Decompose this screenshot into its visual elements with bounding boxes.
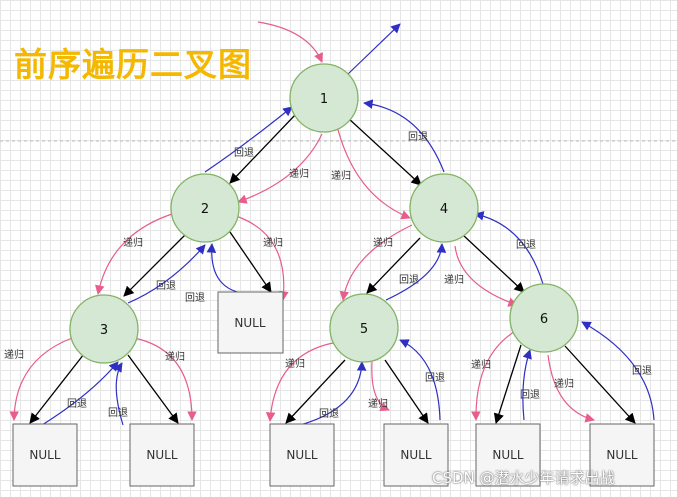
- null-box-6-right: NULL: [589, 423, 655, 487]
- null-label: NULL: [400, 448, 431, 462]
- backtrack-arrow-5-4: [385, 243, 447, 301]
- edge-2-3: [123, 233, 187, 297]
- recursion-arrow-6-null-right: [547, 354, 595, 423]
- null-box-5-right: NULL: [383, 423, 449, 487]
- recursion-arrow-5-null-left: [265, 342, 334, 422]
- recursion-arrows: [9, 125, 595, 423]
- recursion-label: 递归: [4, 348, 24, 361]
- backtrack-arrow-null-5-left: [299, 361, 367, 426]
- backtrack-label: 回退: [520, 389, 540, 401]
- node-label-6: 6: [540, 312, 548, 327]
- edge-1-4: [347, 117, 422, 186]
- backtrack-arrow-null-2: [206, 243, 263, 295]
- backtrack-label: 回退: [408, 131, 428, 143]
- tree-node-1: 1: [289, 63, 359, 133]
- recursion-arrow-3-null-right: [133, 337, 197, 421]
- backtrack-label: 回退: [156, 280, 176, 292]
- null-box-5-left: NULL: [269, 423, 335, 487]
- recursion-arrow-2-null: [235, 215, 289, 301]
- recursion-arrow-1-4: [336, 125, 411, 220]
- recursion-label: 递归: [368, 397, 388, 410]
- tree-node-5: 5: [329, 293, 399, 363]
- backtrack-label: 回退: [516, 239, 536, 251]
- backtrack-label: 回退: [185, 292, 205, 304]
- edge-5-null-right: [384, 359, 429, 424]
- recursion-label: 递归: [444, 273, 464, 286]
- null-label: NULL: [606, 448, 637, 462]
- recursion-arrow-3-null-left: [9, 337, 73, 421]
- tree-edges: [29, 113, 636, 424]
- exit-backtrack-arrow: [347, 23, 401, 75]
- recursion-arrow-4-5: [339, 224, 413, 301]
- edge-5-null-left: [285, 359, 346, 424]
- backtrack-arrow-2-1: [204, 106, 293, 173]
- edge-4-5: [366, 237, 421, 294]
- recursion-label: 递归: [373, 236, 393, 249]
- null-label: NULL: [146, 448, 177, 462]
- recursion-labels: 递归 递归 递归 递归 递归 递归 递归 递归 递归 递归 递归 递归: [4, 167, 574, 410]
- backtrack-label: 回退: [234, 147, 254, 159]
- backtrack-arrow-null-5-right: [399, 339, 441, 421]
- node-label-1: 1: [320, 92, 328, 107]
- backtrack-arrow-3-2: [127, 244, 206, 304]
- recursion-arrow-4-6: [454, 245, 518, 307]
- tree-node-6: 6: [509, 283, 579, 353]
- recursion-label: 递归: [289, 167, 309, 180]
- edge-4-6: [462, 234, 525, 293]
- null-label: NULL: [29, 448, 60, 462]
- recursion-label: 递归: [123, 236, 143, 249]
- recursion-label: 递归: [471, 358, 491, 371]
- recursion-label: 递归: [263, 236, 283, 249]
- edge-6-null-left: [493, 344, 522, 424]
- recursion-label: 递归: [554, 377, 574, 390]
- recursion-arrow-2-3: [95, 213, 173, 295]
- backtrack-labels: 回退 回退 回退 回退 回退 回退 回退 回退 回退 回退 回退 回退: [67, 131, 652, 420]
- entry-recursion-arrow: [257, 21, 323, 63]
- node-label-3: 3: [100, 323, 108, 338]
- recursion-label: 递归: [165, 350, 185, 363]
- node-label-4: 4: [440, 202, 448, 217]
- recursion-arrow-5-null-right: [371, 361, 390, 412]
- backtrack-arrow-null-6-right: [581, 321, 655, 421]
- backtrack-label: 回退: [319, 408, 339, 420]
- edge-3-null-right: [127, 354, 179, 424]
- backtrack-arrow-null-3-right: [113, 362, 124, 426]
- edge-3-null-left: [29, 353, 85, 424]
- backtrack-arrows: [41, 99, 655, 426]
- node-label-2: 2: [201, 202, 209, 217]
- null-label: NULL: [492, 448, 523, 462]
- null-box-6-left: NULL: [475, 423, 541, 487]
- backtrack-arrow-null-6-left: [522, 349, 532, 421]
- recursion-arrow-1-2: [237, 133, 323, 204]
- edge-1-2: [229, 113, 297, 184]
- null-label: NULL: [286, 448, 317, 462]
- watermark: CSDN @潜水少年请求出战: [432, 469, 615, 487]
- backtrack-label: 回退: [399, 274, 419, 286]
- backtrack-label: 回退: [632, 365, 652, 377]
- diagram-title: 前序遍历二叉图: [14, 45, 252, 84]
- backtrack-arrow-null-3-left: [41, 361, 119, 426]
- null-nodes: NULL NULL NULL NULL NULL NULL NULL: [12, 291, 655, 487]
- node-label-5: 5: [360, 322, 368, 337]
- recursion-label: 递归: [331, 169, 351, 182]
- null-box-3-left: NULL: [12, 423, 78, 487]
- tree-nodes: 1 2 3 4 5 6: [69, 63, 579, 364]
- recursion-label: 递归: [285, 357, 305, 370]
- backtrack-arrow-6-4: [474, 211, 544, 285]
- backtrack-label: 回退: [67, 398, 87, 410]
- tree-node-4: 4: [409, 173, 479, 243]
- backtrack-arrow-4-1: [363, 99, 445, 173]
- edge-2-null: [229, 231, 272, 293]
- tree-node-2: 2: [170, 173, 240, 243]
- null-box-3-right: NULL: [129, 423, 195, 487]
- tree-node-3: 3: [69, 294, 139, 364]
- edge-6-null-right: [564, 345, 636, 424]
- null-box-2-right: NULL: [217, 291, 284, 354]
- null-label: NULL: [234, 316, 265, 330]
- backtrack-label: 回退: [425, 372, 445, 384]
- recursion-arrow-6-null-left: [471, 329, 518, 421]
- backtrack-label: 回退: [108, 407, 128, 419]
